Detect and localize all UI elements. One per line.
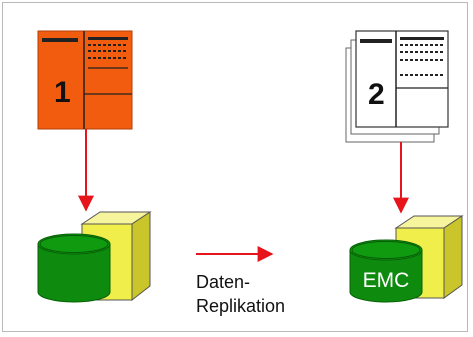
replication-label-line2: Replikation (196, 296, 286, 316)
storage-1-icon (37, 211, 152, 303)
storage-2-icon: EMC (349, 215, 464, 303)
document-2-number: 2 (368, 78, 385, 111)
replication-label: Daten- Replikation (196, 270, 285, 318)
document-1-icon: 1 (37, 30, 133, 130)
document-2-icon: 2 (345, 30, 449, 143)
storage-2-label: EMC (363, 269, 410, 292)
replication-label-line1: Daten- (196, 272, 251, 292)
document-1-number: 1 (54, 76, 71, 109)
